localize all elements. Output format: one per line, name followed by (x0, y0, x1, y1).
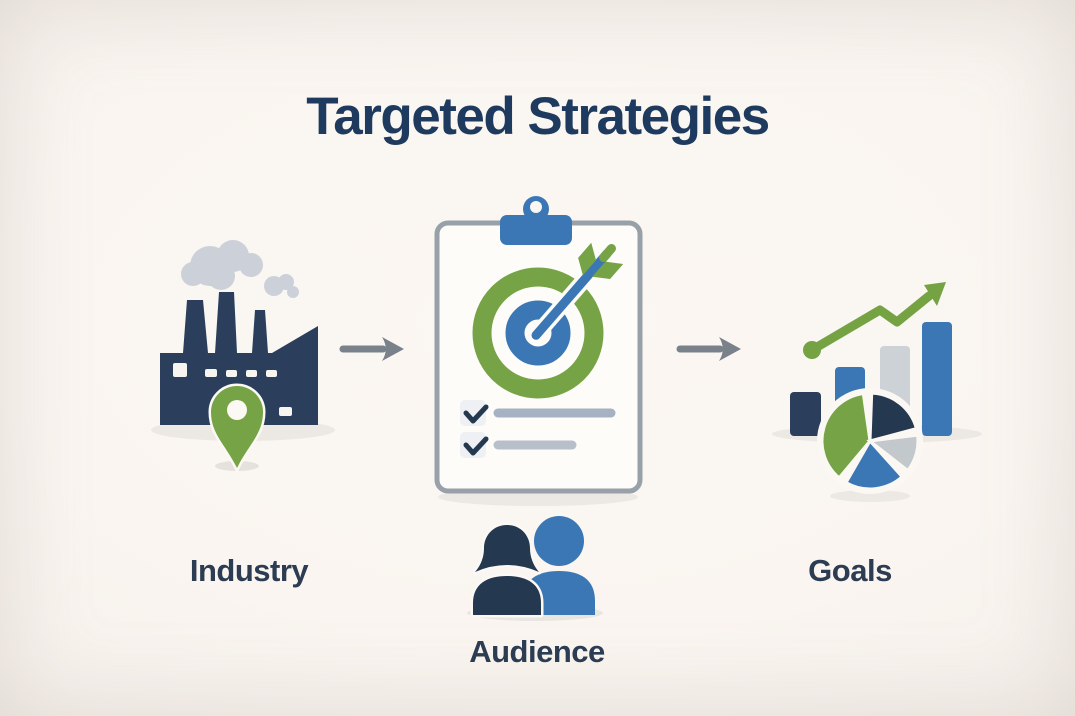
person-female-icon (470, 522, 544, 618)
factory-location-pin-icon (151, 240, 335, 474)
clipboard-clip (500, 215, 572, 245)
node-label-audience: Audience (469, 634, 605, 669)
factory-windows (173, 363, 292, 416)
clip-ring-hole (530, 201, 542, 213)
page-title: Targeted Strategies (306, 87, 770, 146)
factory-body (160, 292, 318, 425)
location-pin-icon (208, 383, 266, 474)
checkmark-icon (463, 436, 489, 456)
node-label-industry: Industry (189, 553, 309, 588)
smoke-puffs-icon (181, 240, 299, 298)
arrow-right-icon (339, 337, 404, 361)
audience-people-icon (467, 516, 603, 621)
target-inner-ring (505, 300, 571, 366)
clipboard-target-checklist-icon (434, 196, 643, 506)
pie-shadow (830, 490, 910, 502)
arrow-right-icon (676, 337, 741, 361)
target-arrow-icon (530, 242, 624, 341)
checkmark-icon (463, 404, 489, 424)
target-outer-ring (472, 267, 604, 399)
pin-hole (227, 400, 247, 420)
pie-chart-icon (817, 388, 923, 494)
growth-trend-arrow-icon (803, 282, 946, 359)
bar-chart-growth-pie-icon (772, 282, 982, 502)
checklist (460, 400, 616, 458)
node-label-goals: Goals (808, 553, 892, 588)
